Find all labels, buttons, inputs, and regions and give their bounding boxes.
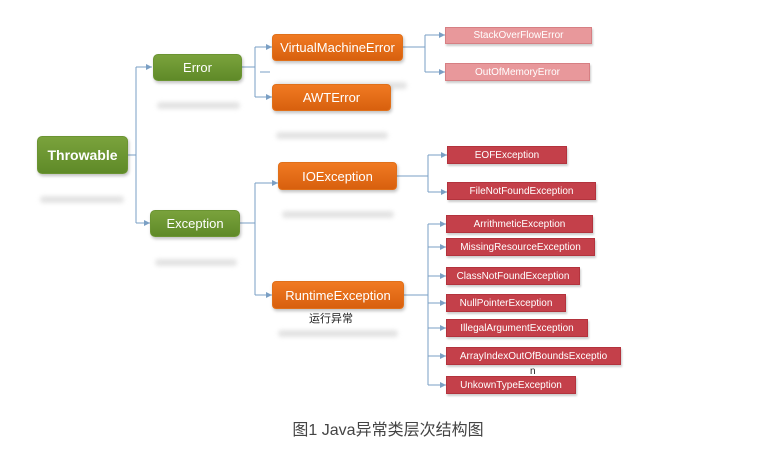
node-unknown-type-exception: UnkownTypeException <box>446 376 576 394</box>
figure-caption: 图1 Java异常类层次结构图 <box>292 422 484 439</box>
node-runtime-exception-label: RuntimeException <box>285 287 391 303</box>
runtime-note: 运行异常 <box>309 313 353 325</box>
node-error: Error <box>153 54 242 81</box>
node-eof-exception: EOFException <box>447 146 567 164</box>
shadow-bar <box>278 330 398 337</box>
node-illegal-argument-exception-label: IllegalArgumentException <box>460 322 574 334</box>
wrapped-text-fragment: n <box>530 366 536 377</box>
node-out-of-memory-error: OutOfMemoryError <box>445 63 590 81</box>
node-array-index-out-of-bounds-exception: ArrayIndexOutOfBoundsExceptio <box>446 347 621 365</box>
node-missing-resource-exception-label: MissingResourceException <box>460 241 581 253</box>
node-throwable: Throwable <box>37 136 128 174</box>
node-stack-overflow-error: StackOverFlowError <box>445 27 592 44</box>
shadow-bar <box>157 102 240 109</box>
node-exception-label: Exception <box>166 216 224 231</box>
node-file-not-found-exception-label: FileNotFoundException <box>469 185 574 197</box>
shadow-bar <box>282 211 394 218</box>
node-error-label: Error <box>183 60 212 75</box>
node-array-index-out-of-bounds-exception-label: ArrayIndexOutOfBoundsExceptio <box>459 350 608 362</box>
node-unknown-type-exception-label: UnkownTypeException <box>460 379 562 391</box>
node-virtual-machine-error: VirtualMachineError <box>272 34 403 61</box>
node-null-pointer-exception: NullPointerException <box>446 294 566 312</box>
node-arithmetic-exception-label: ArrithmeticException <box>473 218 566 230</box>
node-vm-error-label: VirtualMachineError <box>280 40 395 55</box>
node-missing-resource-exception: MissingResourceException <box>446 238 595 256</box>
node-file-not-found-exception: FileNotFoundException <box>447 182 596 200</box>
node-out-of-memory-error-label: OutOfMemoryError <box>474 66 560 78</box>
node-awt-error: AWTError <box>272 84 391 111</box>
node-illegal-argument-exception: IllegalArgumentException <box>446 319 588 337</box>
node-class-not-found-exception: ClassNotFoundException <box>446 267 580 285</box>
node-runtime-exception: RuntimeException <box>272 281 404 309</box>
shadow-bar <box>40 196 124 203</box>
node-io-exception: IOException <box>278 162 397 190</box>
node-awt-error-label: AWTError <box>302 90 361 105</box>
node-stack-overflow-error-label: StackOverFlowError <box>473 30 564 41</box>
node-null-pointer-exception-label: NullPointerException <box>459 297 553 309</box>
node-class-not-found-exception-label: ClassNotFoundException <box>456 270 570 282</box>
node-io-exception-label: IOException <box>302 168 373 184</box>
node-arithmetic-exception: ArrithmeticException <box>446 215 593 233</box>
shadow-bar <box>276 132 388 139</box>
shadow-bar <box>155 259 237 266</box>
node-throwable-label: Throwable <box>47 147 118 163</box>
node-eof-exception-label: EOFException <box>474 149 540 161</box>
node-exception: Exception <box>150 210 240 237</box>
